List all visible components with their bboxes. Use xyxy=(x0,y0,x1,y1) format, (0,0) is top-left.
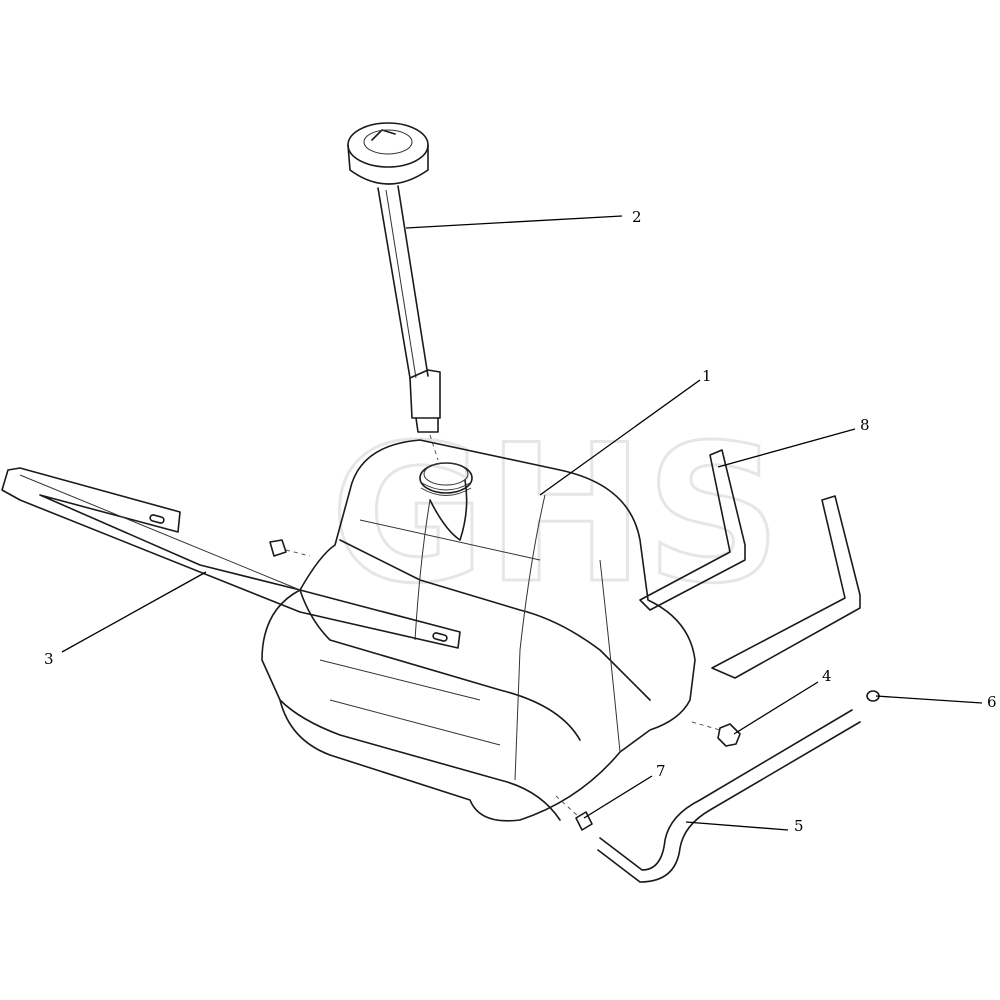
watermark: GHS xyxy=(330,404,782,625)
leader-3 xyxy=(61,571,207,653)
leader-1 xyxy=(539,379,701,496)
callout-7: 7 xyxy=(656,762,666,780)
callout-2: 2 xyxy=(632,208,642,226)
callout-4: 4 xyxy=(822,667,832,685)
callout-1: 1 xyxy=(702,367,712,385)
leader-2 xyxy=(405,215,623,229)
bracket-bolt xyxy=(269,539,311,557)
leader-8 xyxy=(717,428,856,468)
tank-bracket-strap xyxy=(1,467,461,649)
fuel-tank xyxy=(261,439,696,822)
fuel-hose xyxy=(597,709,861,883)
callout-3: 3 xyxy=(44,650,54,668)
leader-4 xyxy=(733,681,819,735)
callout-6: 6 xyxy=(987,693,997,711)
leader-7 xyxy=(583,775,653,819)
fuel-cap-with-gauge xyxy=(347,122,441,433)
leader-6 xyxy=(875,695,983,704)
leader-5 xyxy=(685,821,789,831)
rubber-pads xyxy=(639,449,861,679)
callout-8: 8 xyxy=(860,416,870,434)
callout-5: 5 xyxy=(794,817,804,835)
hose-clip-lower xyxy=(555,795,593,831)
bolt xyxy=(691,721,741,747)
